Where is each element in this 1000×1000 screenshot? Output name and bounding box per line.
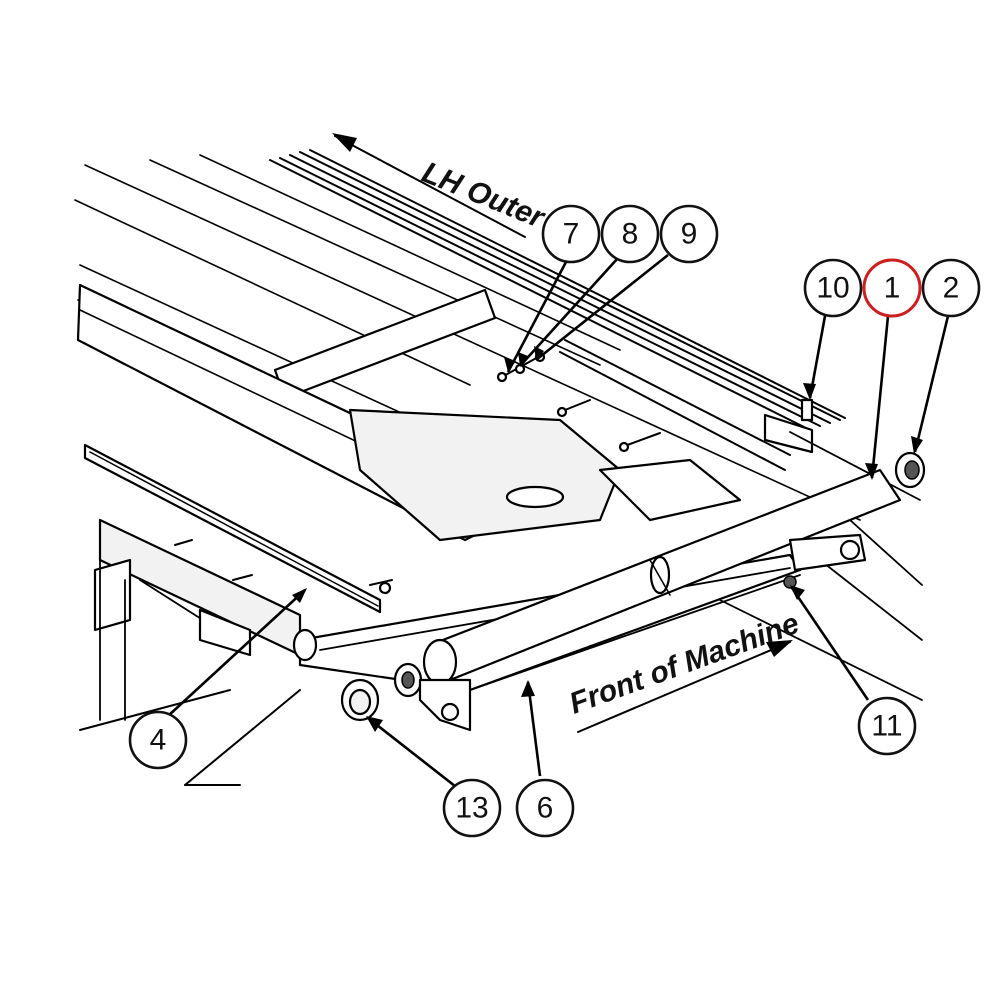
callout-4[interactable]: 4	[128, 710, 188, 770]
callout-2-number: 2	[943, 272, 960, 305]
lh-outer-arrow	[332, 133, 526, 238]
callout-4-number: 4	[150, 724, 167, 757]
callout-9[interactable]: 9	[659, 204, 719, 264]
callout-13[interactable]: 13	[442, 778, 502, 838]
callout-10-number: 10	[816, 272, 849, 305]
callout-7-number: 7	[563, 218, 580, 251]
callout-10[interactable]: 10	[803, 258, 863, 318]
callout-11[interactable]: 11	[857, 696, 917, 756]
machine-drawing	[74, 149, 926, 786]
front-of-machine-arrow	[577, 640, 793, 733]
callout-1[interactable]: 1	[862, 258, 922, 318]
callout-7[interactable]: 7	[541, 204, 601, 264]
leader-arrowheads	[292, 346, 923, 732]
callout-6-number: 6	[537, 792, 554, 825]
callout-11-number: 11	[871, 710, 902, 743]
callout-13-number: 13	[455, 792, 488, 825]
callout-8-number: 8	[622, 218, 639, 251]
callout-9-number: 9	[681, 218, 698, 251]
callout-6[interactable]: 6	[515, 778, 575, 838]
callout-1-number: 1	[884, 272, 901, 305]
callout-8[interactable]: 8	[600, 204, 660, 264]
lh-outer-label: LH Outer	[417, 156, 551, 236]
callout-2[interactable]: 2	[921, 258, 981, 318]
